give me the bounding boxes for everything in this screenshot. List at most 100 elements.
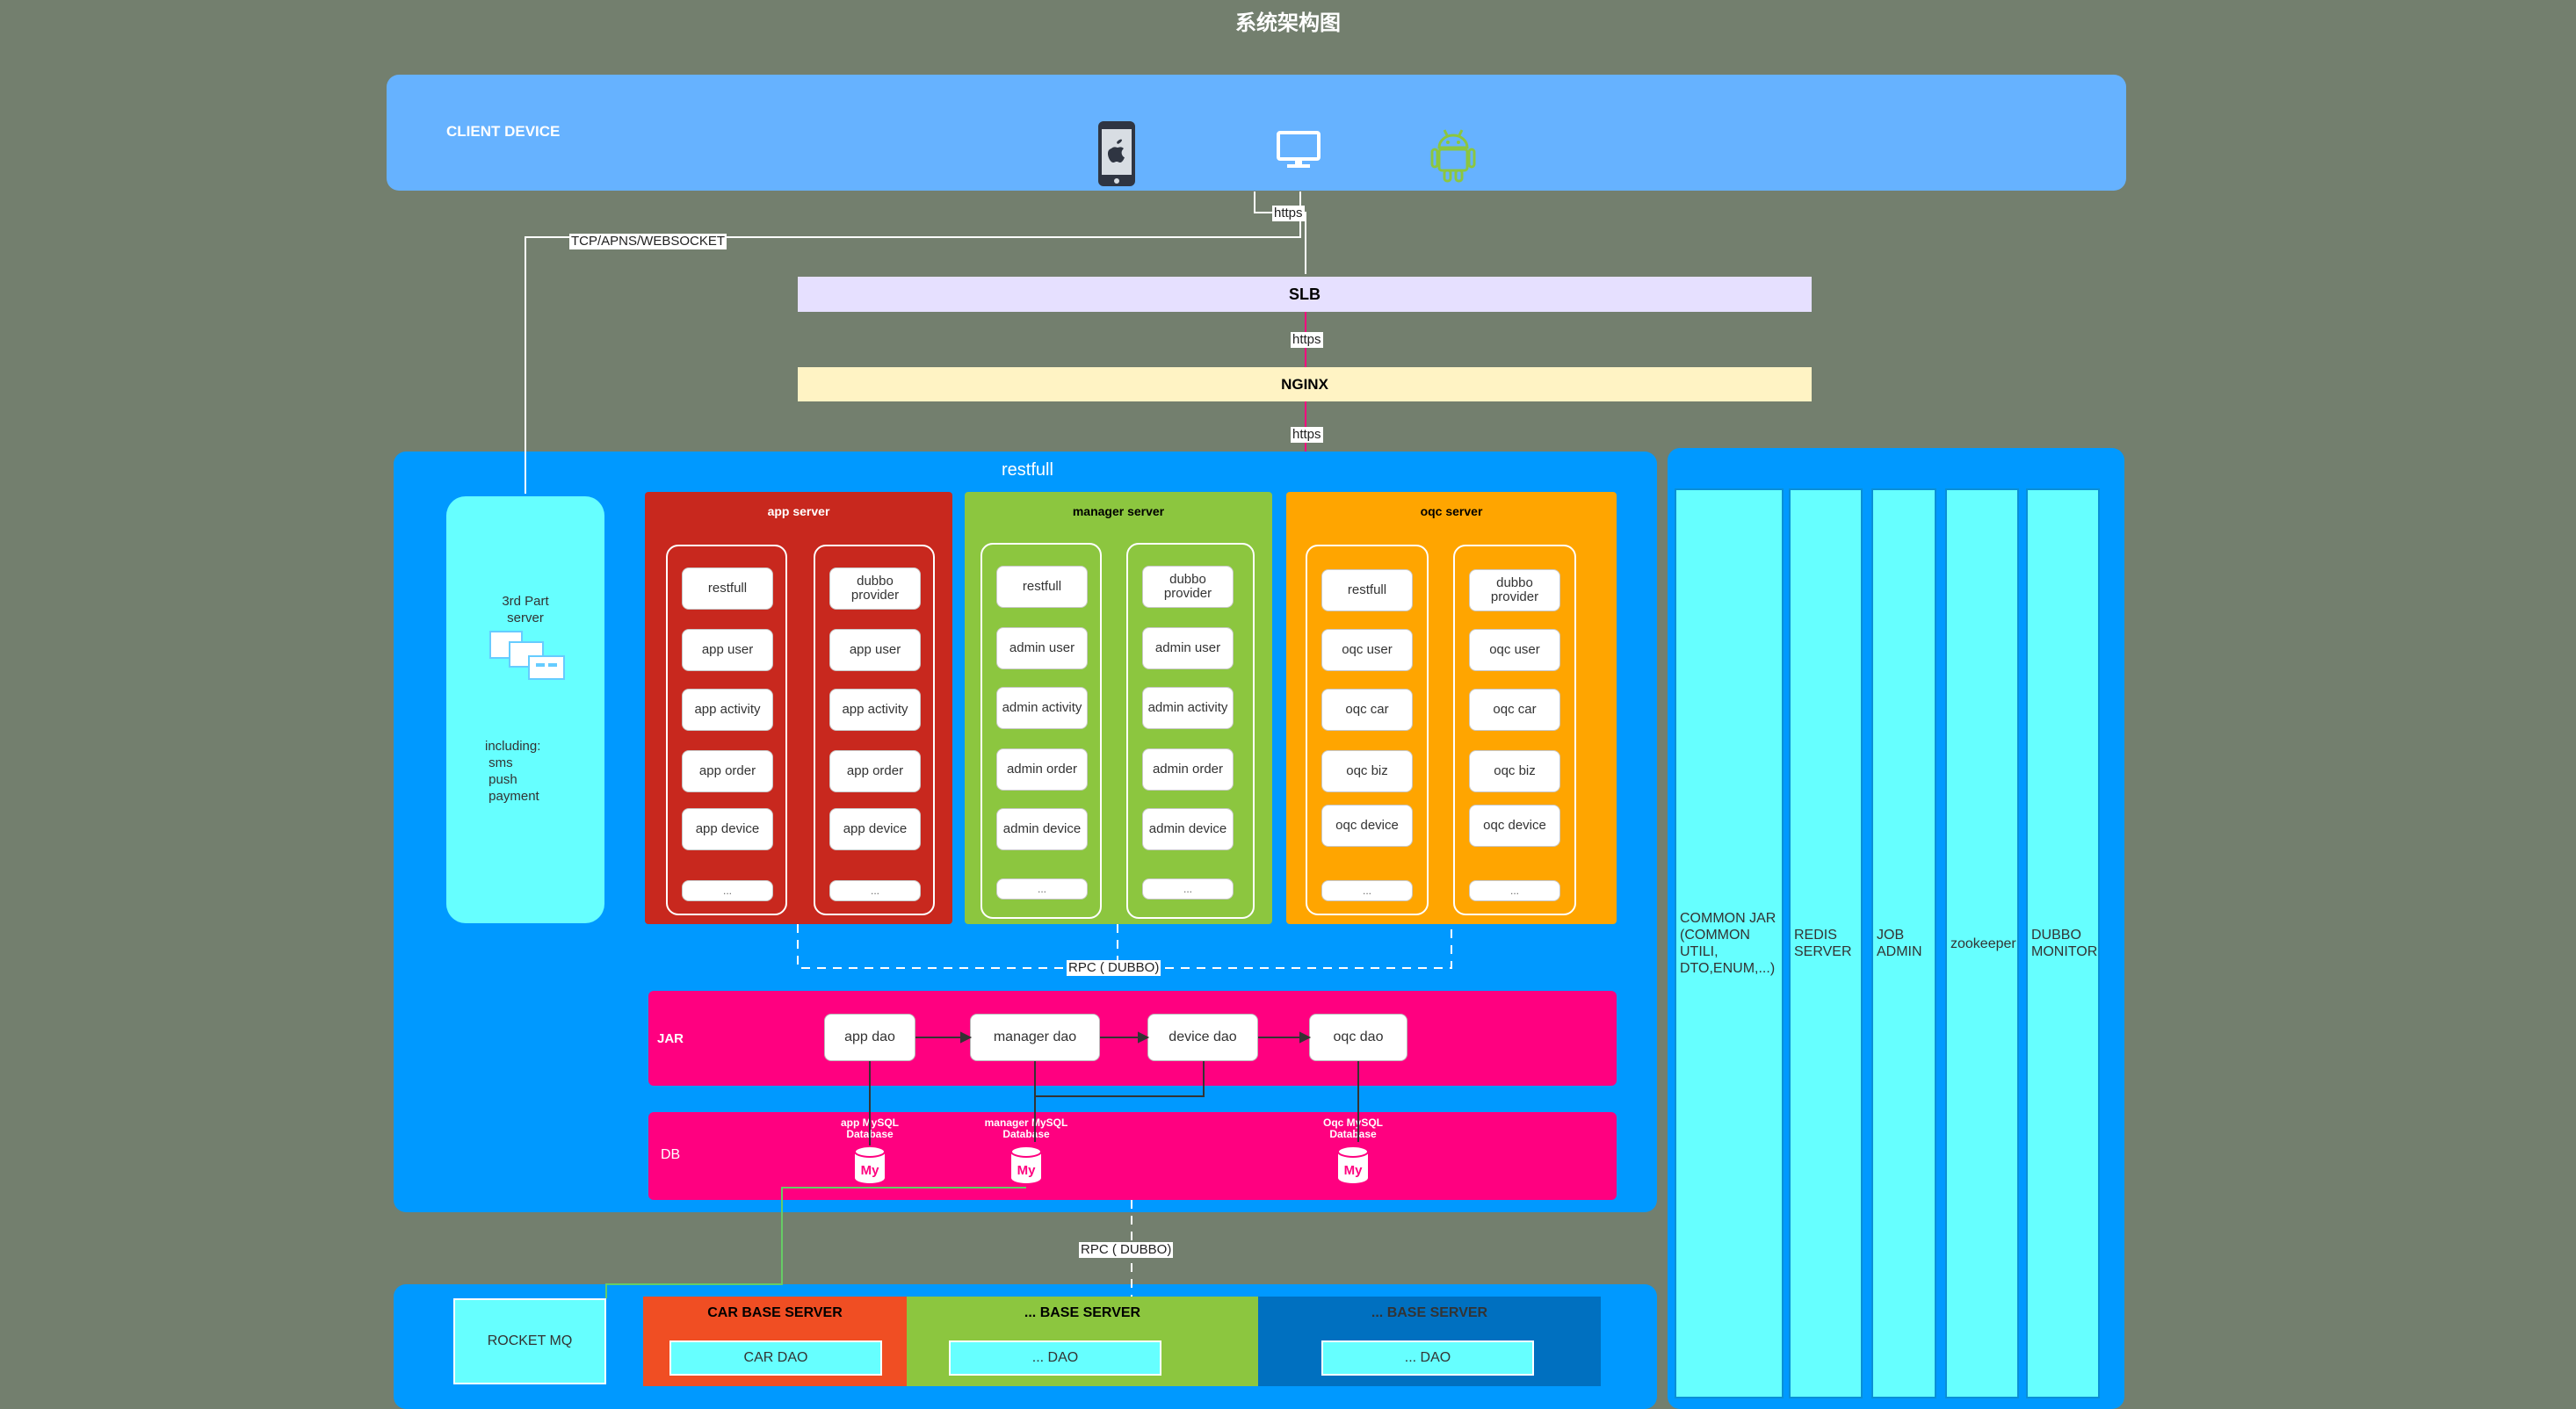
client-device-panel	[387, 75, 2126, 191]
app-order-node[interactable]: app order	[682, 750, 773, 792]
manager-more-node[interactable]: ...	[996, 878, 1088, 900]
third-party-server: 3rd Part server including: sms push paym…	[446, 496, 604, 923]
admin-user-provider-node[interactable]: admin user	[1142, 627, 1234, 669]
app-user-node[interactable]: app user	[682, 629, 773, 671]
oqc-more-node[interactable]: ...	[1321, 880, 1413, 901]
manager-more-provider-node[interactable]: ...	[1142, 878, 1234, 900]
app-more-provider-node[interactable]: ...	[829, 880, 921, 901]
oqc-device-node[interactable]: oqc device	[1321, 805, 1413, 847]
oqc-biz-provider-node[interactable]: oqc biz	[1469, 750, 1560, 792]
admin-device-node[interactable]: admin device	[996, 808, 1088, 850]
oqc-server-dubbo-column: dubbo provider oqc user oqc car oqc biz …	[1453, 545, 1576, 915]
nginx-bar: NGINX	[798, 367, 1812, 401]
manager-server-restfull-column: restfull admin user admin activity admin…	[980, 543, 1102, 919]
third-base-server: ... BASE SERVER ... DAO	[1258, 1297, 1601, 1386]
db-band	[648, 1112, 1617, 1200]
app-mysql-label: app MySQL Database	[840, 1116, 899, 1140]
manager-dubbo-provider-node[interactable]: dubbo provider	[1142, 566, 1234, 608]
oqc-server: oqc server restfull oqc user oqc car oqc…	[1286, 492, 1617, 924]
app-server-dubbo-column: dubbo provider app user app activity app…	[814, 545, 935, 915]
manager-server-title: manager server	[1072, 504, 1165, 518]
db-label: DB	[661, 1147, 681, 1162]
oqc-mysql-label: Oqc MySQL Database	[1322, 1116, 1383, 1140]
jar-label: JAR	[657, 1031, 684, 1046]
third-dao-node[interactable]: ... DAO	[1321, 1340, 1534, 1376]
car-dao-node[interactable]: CAR DAO	[669, 1340, 882, 1376]
app-more-node[interactable]: ...	[682, 880, 773, 901]
app-user-provider-node[interactable]: app user	[829, 629, 921, 671]
app-activity-provider-node[interactable]: app activity	[829, 689, 921, 731]
app-dao-node[interactable]: app dao	[824, 1014, 915, 1061]
diagram-title: 系统架构图	[1235, 11, 1341, 35]
jar-band	[648, 991, 1617, 1086]
monitor-icon	[1276, 130, 1321, 170]
manager-mysql-label: manager MySQL Database	[984, 1116, 1068, 1140]
app-device-provider-node[interactable]: app device	[829, 808, 921, 850]
app-server: app server restfull app user app activit…	[645, 492, 952, 924]
admin-user-node[interactable]: admin user	[996, 627, 1088, 669]
svg-text:My: My	[861, 1163, 879, 1178]
oqc-dubbo-provider-node[interactable]: dubbo provider	[1469, 569, 1560, 611]
server-stack-icon	[485, 626, 569, 684]
oqc-server-restfull-column: restfull oqc user oqc car oqc biz oqc de…	[1306, 545, 1429, 915]
admin-device-provider-node[interactable]: admin device	[1142, 808, 1234, 850]
oqc-biz-node[interactable]: oqc biz	[1321, 750, 1413, 792]
oqc-car-provider-node[interactable]: oqc car	[1469, 689, 1560, 731]
manager-restfull-node[interactable]: restfull	[996, 566, 1088, 608]
redis-server-pillar[interactable]: REDIS SERVER	[1789, 488, 1863, 1398]
second-dao-node[interactable]: ... DAO	[949, 1340, 1161, 1376]
oqc-restfull-node[interactable]: restfull	[1321, 569, 1413, 611]
manager-server: manager server restfull admin user admin…	[965, 492, 1272, 924]
third-party-including: including: sms push payment	[485, 739, 541, 804]
third-base-server-title: ... BASE SERVER	[1371, 1305, 1488, 1320]
client-device-label: CLIENT DEVICE	[446, 123, 561, 140]
oqc-car-node[interactable]: oqc car	[1321, 689, 1413, 731]
car-base-server-title: CAR BASE SERVER	[707, 1305, 843, 1320]
admin-activity-provider-node[interactable]: admin activity	[1142, 687, 1234, 729]
rocket-mq-node[interactable]: ROCKET MQ	[453, 1298, 606, 1384]
car-base-server: CAR BASE SERVER CAR DAO	[643, 1297, 907, 1386]
manager-mysql-database-icon: My	[1009, 1145, 1043, 1184]
second-base-server: ... BASE SERVER ... DAO	[907, 1297, 1258, 1386]
oqc-user-node[interactable]: oqc user	[1321, 629, 1413, 671]
third-party-title: 3rd Part server	[502, 594, 549, 625]
svg-text:My: My	[1344, 1163, 1363, 1178]
manager-server-dubbo-column: dubbo provider admin user admin activity…	[1126, 543, 1255, 919]
second-base-server-title: ... BASE SERVER	[1024, 1305, 1141, 1320]
slb-bar: SLB	[798, 277, 1812, 312]
tcp-link-label: TCP/APNS/WEBSOCKET	[569, 234, 727, 249]
apple-phone-icon	[1096, 119, 1137, 188]
oqc-dao-node[interactable]: oqc dao	[1309, 1014, 1407, 1061]
zookeeper-pillar[interactable]: zookeeper	[1945, 488, 2019, 1398]
rpc-top-label: RPC ( DUBBO)	[1067, 960, 1161, 976]
app-restfull-node[interactable]: restfull	[682, 567, 773, 610]
client-slb-link	[1254, 191, 1306, 274]
oqc-mysql-database-icon: My	[1336, 1145, 1370, 1184]
app-mysql-database-icon: My	[853, 1145, 886, 1184]
app-dubbo-provider-node[interactable]: dubbo provider	[829, 567, 921, 610]
android-icon	[1430, 125, 1476, 183]
svg-text:My: My	[1017, 1163, 1036, 1178]
client-https-label: https	[1272, 206, 1305, 221]
rpc-bottom-label: RPC ( DUBBO)	[1079, 1242, 1174, 1258]
slb-https-label: https	[1291, 332, 1323, 348]
oqc-server-title: oqc server	[1420, 504, 1483, 518]
restfull-title: restfull	[1002, 460, 1053, 480]
oqc-device-provider-node[interactable]: oqc device	[1469, 805, 1560, 847]
device-dao-node[interactable]: device dao	[1147, 1014, 1258, 1061]
common-jar-pillar[interactable]: COMMON JAR (COMMON UTILI, DTO,ENUM,...)	[1675, 488, 1784, 1398]
app-server-restfull-column: restfull app user app activity app order…	[666, 545, 787, 915]
admin-activity-node[interactable]: admin activity	[996, 687, 1088, 729]
app-activity-node[interactable]: app activity	[682, 689, 773, 731]
admin-order-provider-node[interactable]: admin order	[1142, 748, 1234, 791]
manager-dao-node[interactable]: manager dao	[970, 1014, 1100, 1061]
oqc-user-provider-node[interactable]: oqc user	[1469, 629, 1560, 671]
job-admin-pillar[interactable]: JOB ADMIN	[1871, 488, 1936, 1398]
dubbo-monitor-pillar[interactable]: DUBBO MONITOR	[2026, 488, 2100, 1398]
app-device-node[interactable]: app device	[682, 808, 773, 850]
oqc-more-provider-node[interactable]: ...	[1469, 880, 1560, 901]
app-order-provider-node[interactable]: app order	[829, 750, 921, 792]
nginx-https-label: https	[1291, 427, 1323, 443]
app-server-title: app server	[767, 504, 830, 518]
admin-order-node[interactable]: admin order	[996, 748, 1088, 791]
